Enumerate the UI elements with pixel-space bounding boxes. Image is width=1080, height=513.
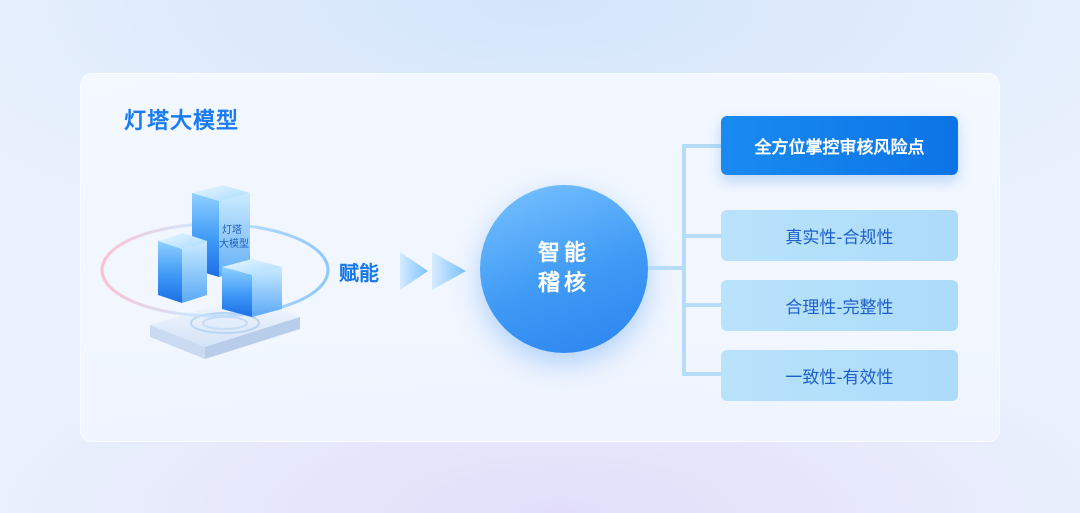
lighthouse-model-illustration: 灯塔 大模型 [95,175,335,375]
cube-label-line2: 大模型 [219,237,249,250]
flow-arrows-icon [398,248,470,294]
cube-label-line1: 灯塔 [222,223,242,236]
outcome-authenticity-compliance: 真实性-合规性 [721,210,958,261]
core-line2: 稽核 [538,269,590,299]
model-title: 灯塔大模型 [124,103,239,135]
branch-connector [648,140,728,380]
core-line1: 智能 [538,239,590,269]
outcome-risk-control: 全方位掌控审核风险点 [721,116,958,175]
smart-audit-core: 智能 稽核 [480,185,648,353]
empower-label: 赋能 [339,257,379,286]
outcome-rationality-completeness: 合理性-完整性 [721,280,958,331]
outcome-consistency-effectiveness: 一致性-有效性 [721,350,958,401]
